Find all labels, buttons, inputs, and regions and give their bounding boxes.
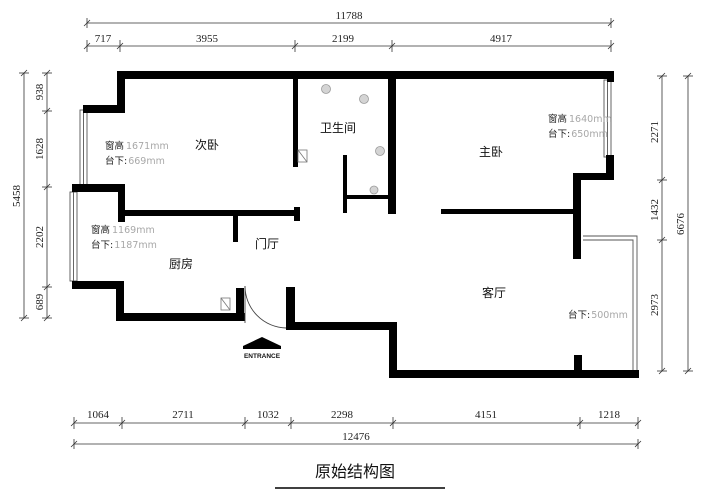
top-dimension-chain [83, 18, 615, 52]
right-dimension-chain [657, 72, 693, 375]
drawing-title: 原始结构图 [315, 462, 395, 481]
left-dimension-chain [19, 69, 52, 322]
master-bedroom-window-sill: 台下:650mm [548, 128, 608, 140]
bottom-dimension-4: 2298 [331, 409, 354, 421]
left-dimension-2: 1628 [34, 138, 46, 161]
window-frames [69, 79, 638, 370]
room-label-foyer: 门厅 [255, 236, 279, 251]
bottom-total-dimension: 12476 [342, 431, 370, 443]
bottom-dimension-2: 2711 [172, 409, 194, 421]
room-label-second-bedroom: 次卧 [195, 138, 219, 152]
room-label-bathroom: 卫生间 [320, 121, 356, 135]
top-dimension-2: 3955 [196, 33, 219, 45]
entrance-arrow-icon [243, 337, 281, 346]
left-dimension-3: 2202 [34, 226, 46, 248]
bottom-dimension-chain [70, 417, 642, 449]
second-bedroom-window-sill: 台下:669mm [105, 155, 165, 167]
top-dimension-3: 2199 [332, 33, 355, 45]
left-total-dimension: 5458 [11, 185, 23, 208]
right-dimension-3: 2973 [649, 294, 661, 317]
top-dimension-1: 717 [95, 33, 112, 45]
room-label-master-bedroom: 主卧 [479, 145, 503, 159]
walls [72, 71, 639, 378]
living-room-window-sill: 台下:500mm [568, 309, 628, 321]
top-dimension-4: 4917 [490, 33, 513, 45]
bottom-dimension-5: 4151 [475, 409, 497, 421]
entrance-arrow-shaft [243, 346, 281, 349]
room-label-kitchen: 厨房 [169, 256, 193, 271]
kitchen-window-sill: 台下:1187mm [91, 239, 157, 251]
left-dimension-1: 938 [34, 83, 46, 100]
entrance-label: ENTRANCE [244, 353, 281, 360]
entrance-door [244, 285, 287, 329]
left-dimension-4: 689 [34, 293, 46, 310]
right-total-dimension: 6676 [675, 213, 687, 236]
bottom-dimension-6: 1218 [598, 409, 621, 421]
bottom-dimension-1: 1064 [87, 409, 110, 421]
fixtures [220, 149, 308, 311]
bathroom-fixtures [321, 84, 385, 195]
bottom-dimension-3: 1032 [257, 409, 279, 421]
right-dimension-2: 1432 [649, 199, 661, 221]
right-dimension-1: 2271 [649, 121, 661, 143]
room-label-living-room: 客厅 [482, 285, 506, 300]
top-total-dimension: 11788 [335, 10, 363, 22]
